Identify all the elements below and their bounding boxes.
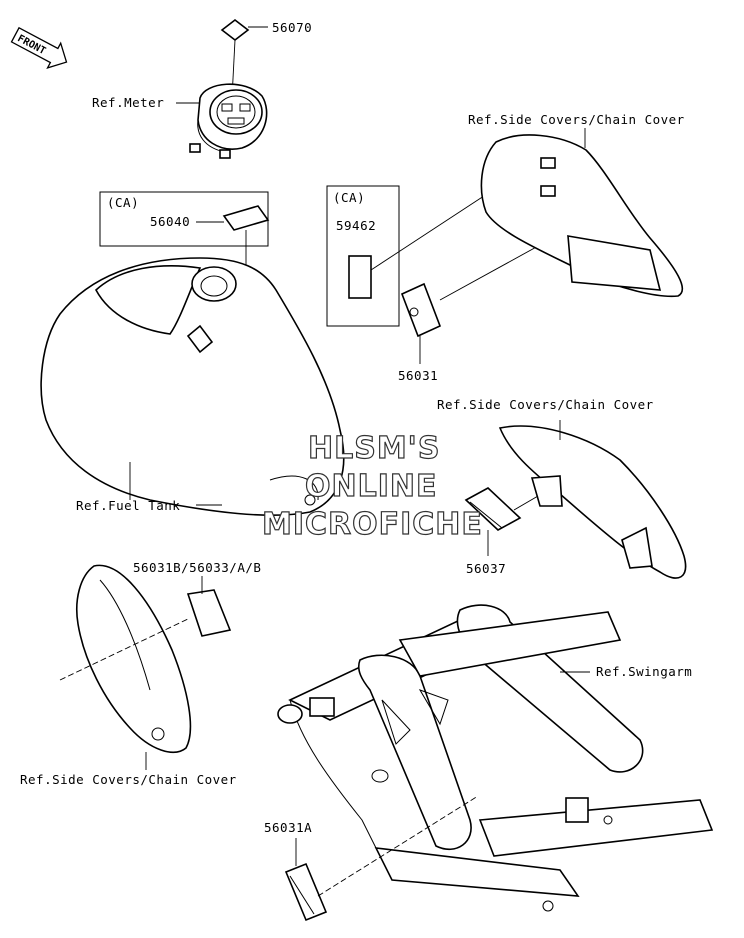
label-ref-swingarm: Ref.Swingarm xyxy=(596,664,692,679)
label-ref-side-covers-1: Ref.Side Covers/Chain Cover xyxy=(468,112,685,127)
side-cover-2-part xyxy=(498,420,687,579)
watermark-line-2: ONLINE xyxy=(305,469,438,504)
label-56070: 56070 xyxy=(272,20,312,35)
label-56037: 56037 xyxy=(466,561,506,576)
meter-part xyxy=(176,83,268,159)
ca-box-2 xyxy=(326,185,491,327)
label-ref-side-covers-3: Ref.Side Covers/Chain Cover xyxy=(20,772,237,787)
label-ref-fuel-tank: Ref.Fuel Tank xyxy=(76,498,180,513)
label-56031: 56031 xyxy=(398,368,438,383)
label-ca-2: (CA) xyxy=(333,190,365,205)
side-cover-1-part xyxy=(480,128,684,298)
ca-box-1 xyxy=(99,191,270,318)
front-arrow-icon: FRONT xyxy=(10,26,68,69)
label-59462: 59462 xyxy=(336,218,376,233)
label-56031b: 56031B/56033/A/B xyxy=(133,560,261,575)
side-cover-3-part xyxy=(59,564,232,770)
swingarm-part xyxy=(277,604,714,912)
label-ref-side-covers-2: Ref.Side Covers/Chain Cover xyxy=(437,397,654,412)
label-56070-part xyxy=(220,18,268,99)
label-56031a-part xyxy=(284,795,479,922)
label-56031a: 56031A xyxy=(264,820,312,835)
fuel-tank-part xyxy=(40,257,345,516)
label-ca-1: (CA) xyxy=(107,195,139,210)
label-56040: 56040 xyxy=(150,214,190,229)
watermark-line-3: MICROFICHE xyxy=(262,507,483,542)
watermark-line-1: HLSM'S xyxy=(308,431,440,466)
label-56037-part xyxy=(464,487,539,556)
label-ref-meter: Ref.Meter xyxy=(92,95,164,110)
